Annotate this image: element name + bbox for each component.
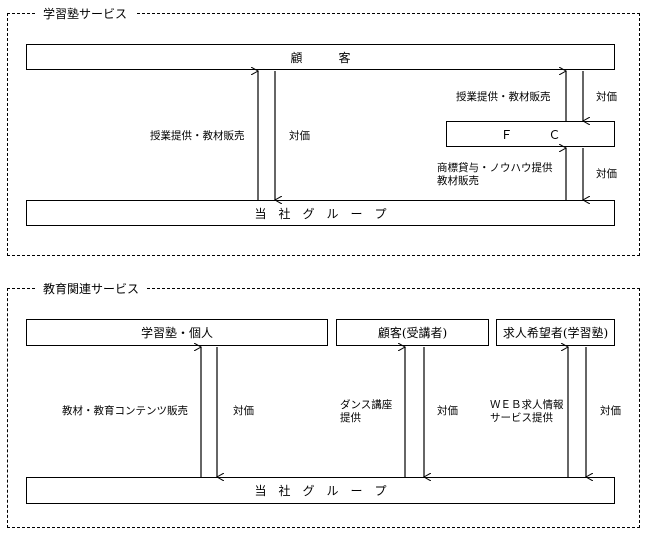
school-box: 学習塾・個人 [26, 319, 328, 346]
section-education-service [7, 288, 640, 528]
customer-box: 顧 客 [26, 44, 615, 70]
label-payment-3: 対価 [600, 405, 621, 417]
label-materials: 教材・教育コンテンツ販売 [62, 405, 188, 417]
label-license: 商標貸与・ノウハウ提供 教材販売 [437, 162, 553, 187]
label-web: ＷＥＢ求人情報 サービス提供 [490, 399, 564, 424]
section-juku-service [7, 13, 640, 256]
label-payment-fc-top: 対価 [596, 91, 617, 103]
section-juku-service-title: 学習塾サービス [35, 7, 136, 21]
label-payment-2: 対価 [437, 405, 458, 417]
label-payment-fc-bottom: 対価 [596, 168, 617, 180]
fc-box: Ｆ Ｃ [446, 121, 615, 147]
section-education-service-title: 教育関連サービス [35, 282, 148, 296]
label-dance: ダンス講座 提供 [340, 399, 393, 424]
group-box-1: 当 社 グ ル ー プ [26, 200, 615, 226]
jobseeker-box: 求人希望者(学習塾) [496, 319, 615, 346]
label-payment-1: 対価 [233, 405, 254, 417]
label-lessons-fc: 授業提供・教材販売 [456, 91, 551, 103]
label-lessons-main: 授業提供・教材販売 [150, 130, 245, 142]
customer-student-box: 顧客(受講者) [336, 319, 489, 346]
label-payment-main: 対価 [289, 130, 310, 142]
group-box-2: 当 社 グ ル ー プ [26, 477, 615, 504]
